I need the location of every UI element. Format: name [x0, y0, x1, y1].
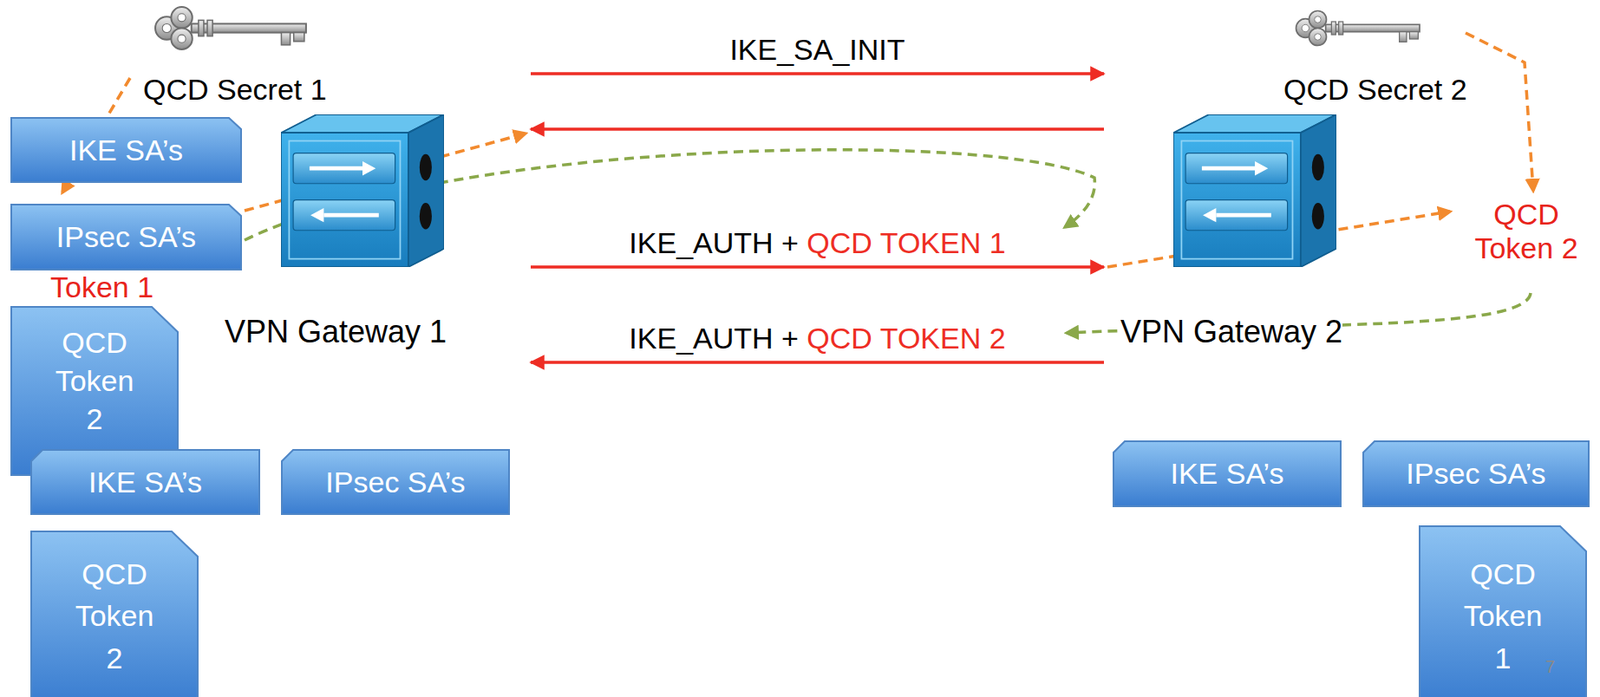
- token-document: QCD Token 2: [30, 530, 199, 697]
- box-outline: [31, 450, 260, 515]
- node-text: QCD Token 1: [1456, 553, 1550, 680]
- label-word: [872, 321, 881, 355]
- message-label: IKE_AUTH + QCD TOKEN 1: [628, 226, 1006, 261]
- node-text: IKE SA’s: [1169, 456, 1284, 492]
- label-word: +: [781, 321, 799, 355]
- node-text: IPsec SA’s: [325, 464, 465, 501]
- node-text: IPsec SA’s: [1405, 456, 1546, 492]
- gateway-cube: [1173, 114, 1337, 268]
- label-word: TOKEN: [880, 226, 982, 260]
- label-word: [773, 226, 782, 260]
- node-text: QCD Token 2: [47, 323, 142, 439]
- label-word: 1: [989, 226, 1006, 260]
- document-outline: [1419, 526, 1587, 697]
- label-word: 2: [989, 321, 1006, 355]
- label-word: +: [781, 226, 799, 260]
- label-word: [773, 321, 782, 355]
- box-outline: [1363, 441, 1589, 507]
- message-arrow: [530, 360, 1104, 365]
- label-word: [798, 226, 807, 260]
- document-outline: [31, 531, 198, 697]
- gateway-cube: [280, 114, 445, 268]
- secret-label: QCD Secret 1: [143, 72, 327, 107]
- node-text: QCD Token 2: [67, 553, 162, 680]
- sa-box: IPsec SA’s: [1362, 440, 1590, 508]
- token-document: QCD Token 1: [1418, 525, 1587, 697]
- box-outline: [1113, 441, 1341, 507]
- label-word: QCD: [806, 321, 873, 355]
- node-text: VPN Gateway 2: [1120, 313, 1343, 351]
- gateway-cube: [1173, 114, 1337, 268]
- label-word: IKE_AUTH: [628, 226, 773, 260]
- box-outline: [11, 204, 242, 270]
- vpn-gateway: VPN Gateway 1: [216, 114, 521, 351]
- sa-box: IPsec SA’s: [10, 203, 242, 271]
- node-text: VPN Gateway 1: [224, 313, 447, 351]
- node-text: IKE SA’s: [69, 132, 183, 169]
- node-text: IPsec SA’s: [56, 219, 196, 255]
- label-word: [872, 226, 881, 260]
- page-number: 7: [1545, 657, 1555, 678]
- message-label: IKE_AUTH + QCD TOKEN 2: [628, 321, 1006, 356]
- token-label: QCD Token 2: [1465, 197, 1587, 266]
- secret-label: QCD Secret 2: [1283, 72, 1468, 107]
- message-arrow: [530, 71, 1104, 76]
- label-word: QCD: [806, 226, 873, 260]
- label-word: [980, 226, 989, 260]
- label-word: IKE_AUTH: [628, 321, 773, 355]
- node-text: IKE SA’s: [88, 464, 203, 501]
- gateway-cube: [280, 114, 445, 268]
- sa-box: IKE SA’s: [10, 117, 242, 183]
- sa-box: IKE SA’s: [1112, 440, 1342, 508]
- secret-flow-line: [1465, 32, 1534, 191]
- message-arrow: [530, 127, 1104, 131]
- vpn-gateway: VPN Gateway 2: [1114, 114, 1394, 351]
- token-label: Token 1: [50, 270, 154, 305]
- box-outline: [281, 450, 510, 515]
- key-icon: [155, 6, 307, 50]
- label-word: IKE_SA_INIT: [729, 32, 905, 66]
- key-icon: [1296, 11, 1421, 46]
- sa-box: IPsec SA’s: [280, 449, 510, 516]
- label-word: [798, 321, 807, 355]
- label-word: [980, 321, 989, 355]
- label-word: TOKEN: [880, 321, 982, 355]
- box-outline: [11, 117, 242, 183]
- message-label: IKE_SA_INIT: [729, 32, 905, 67]
- message-arrow: [530, 265, 1104, 269]
- sa-box: IKE SA’s: [30, 449, 261, 516]
